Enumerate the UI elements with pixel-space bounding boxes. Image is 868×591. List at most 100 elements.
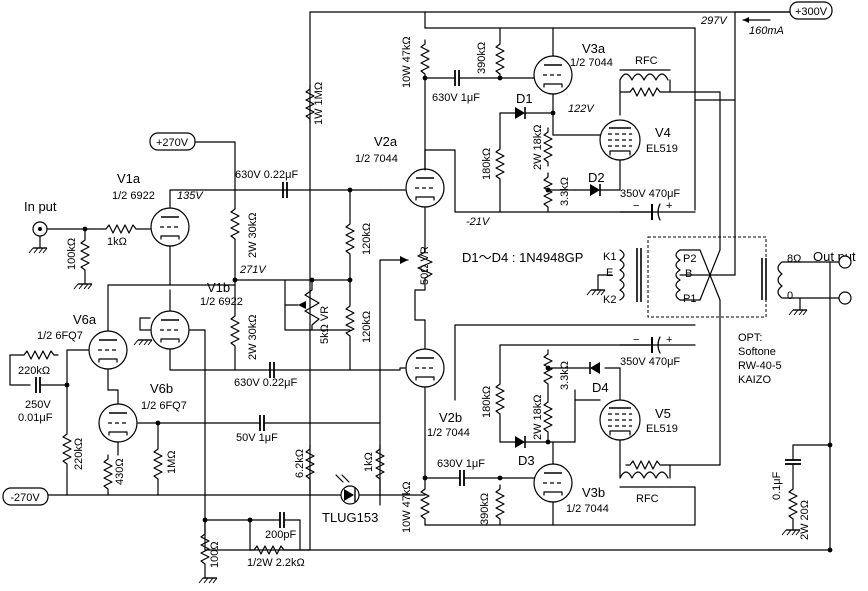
d1-label: D1 [516,91,533,106]
c250-label: 250V [25,399,51,411]
r-2w-30k-bot-label: 2W 30kΩ [247,314,259,360]
v3a-type: 1/2 7044 [570,57,613,69]
r-180k-top-label: 180kΩ [481,148,493,180]
c470-bot-label: 350V 470μF [620,356,680,368]
plus300-terminal [789,1,833,20]
r-2w-30k-top-label: 2W 30kΩ [247,212,259,258]
c001-label: 0.01μF [18,412,53,424]
v6b-type: 1/2 6FQ7 [141,400,187,412]
r-120k-top-label: 120kΩ [361,223,373,255]
r-10w-47k-bot-label: 10W 47kΩ [401,481,413,533]
p2-label: P2 [683,253,696,265]
output-section: Out put 0.1μF 2W 20Ω [771,249,856,553]
v6b-name: V6b [150,381,173,396]
e-label: E [606,267,613,279]
c50v-label: 50V 1μF [236,432,278,444]
i160-label: 160mA [749,25,784,37]
v5-type: EL519 [646,423,678,435]
v1b-v6-section: V1b 1/2 6922 630V 0.22μF V6a 1/2 6FQ7 22… [2,280,831,584]
v1b-type: 1/2 6922 [200,296,243,308]
r-1w-1m-label: 1W 1MΩ [313,82,325,125]
v2a-tube: V2a 1/2 7044 [355,134,501,246]
r-2w-18k-top-label: 2W 18kΩ [532,124,544,170]
c022-bot-label: 630V 0.22μF [234,377,297,389]
plus270-label: +270V [156,137,189,149]
r-50-vr-label: 50Ω VR [419,246,431,285]
r-220k-b-label: 220kΩ [73,438,85,470]
v1b-name: V1b [207,280,230,295]
c022-top-label: 630V 0.22μF [235,169,298,181]
p1-label: P1 [683,293,696,305]
r-220k-a-label: 220kΩ [18,365,50,377]
d2-label: D2 [588,170,605,185]
vm21-label: -21V [466,216,491,228]
r-1k-led-label: 1kΩ [363,452,375,472]
r-62k-label: 6.2kΩ [294,449,306,478]
input-stage: In put 100kΩ 1kΩ V1a 1/2 6922 135V 630V … [24,132,406,371]
b-label: B [685,268,692,280]
minus270-label: -270V [10,492,40,504]
r8-label: 8Ω [787,253,801,265]
r-1m-label: 1MΩ [166,450,178,474]
c200p-label: 200pF [265,529,296,541]
v122-label: 122V [568,103,595,115]
c630-bot-label: 630V 1μF [437,458,485,470]
r-390k-top-label: 390kΩ [476,42,488,74]
r-100k-in-label: 100kΩ [66,238,78,270]
v6a-name: V6a [73,312,97,327]
r-390k-bot-label: 390kΩ [479,493,491,525]
zero-label: 0 [787,290,793,302]
k1-label: K1 [603,251,616,263]
led-label: TLUG153 [322,510,378,525]
v3a-name: V3a [582,41,606,56]
c630-top-label: 630V 1μF [432,92,480,104]
c01-label: 0.1μF [771,471,783,500]
c470-bot-minus: − [633,334,639,346]
r-1w-1m: 1W 1MΩ [305,82,325,125]
opt-label-3: RW-40-5 [738,360,782,372]
bottom-driver-section: V2b 1/2 7044 − + 350V 470μF 180kΩ 3.3kΩ … [399,319,696,533]
r-22k-label: 1/2W 2.2kΩ [247,557,305,569]
v3b-type: 1/2 7044 [566,503,609,515]
r-430-label: 430Ω [114,458,126,485]
v2a-type: 1/2 7044 [355,153,398,165]
r-180k-bot-label: 180kΩ [481,386,493,418]
v6a-type: 1/2 6FQ7 [37,330,83,342]
output-transformer: K1 E K2 P2 B P1 8Ω 0 OPT: Softone RW-40-… [586,91,801,466]
rfc-bot-label: RFC [636,493,659,505]
v5-name: V5 [655,406,671,421]
r-100-label: 100Ω [209,541,221,568]
r-1k-in-label: 1kΩ [107,236,127,248]
minus270-terminal [2,487,49,506]
diodes-note: D1〜D4 : 1N4948GP [462,250,583,265]
output-jack-hot[interactable] [838,255,852,269]
k2-label: K2 [603,294,616,306]
v3b-name: V3b [582,485,605,500]
c470-top-minus: − [633,200,639,212]
r-2w-18k-bot-label: 2W 18kΩ [532,394,544,440]
r-33k-bot-label: 3.3kΩ [559,361,571,390]
c470-top-plus: + [666,200,672,212]
v135-label: 135V [177,190,204,202]
opt-label-2: Softone [738,346,776,358]
rfc-top-label: RFC [635,55,658,67]
input-label: In put [24,199,57,214]
r-33k-top-label: 3.3kΩ [559,177,571,206]
r-10w-47k-top-label: 10W 47kΩ [401,36,413,88]
plus300-label: +300V [795,6,828,18]
output-jack-gnd[interactable] [838,291,852,305]
c470-bot-plus: + [666,334,672,346]
v2b-name: V2b [439,410,462,425]
v2a-name: V2a [374,134,398,149]
c470-top-label: 350V 470μF [620,188,680,200]
v297-label: 297V [700,15,728,27]
plus300-rail: +300V 297V 160mA [204,1,833,551]
v1a-type: 1/2 6922 [112,190,155,202]
v4-name: V4 [655,125,671,140]
opt-label-1: OPT: [738,332,762,344]
opt-label-4: KAIZO [738,374,771,386]
d3-label: D3 [518,453,535,468]
top-driver-section: 10W 47kΩ 630V 1μF 390kΩ V3a 1/2 7044 D1 … [401,27,696,228]
